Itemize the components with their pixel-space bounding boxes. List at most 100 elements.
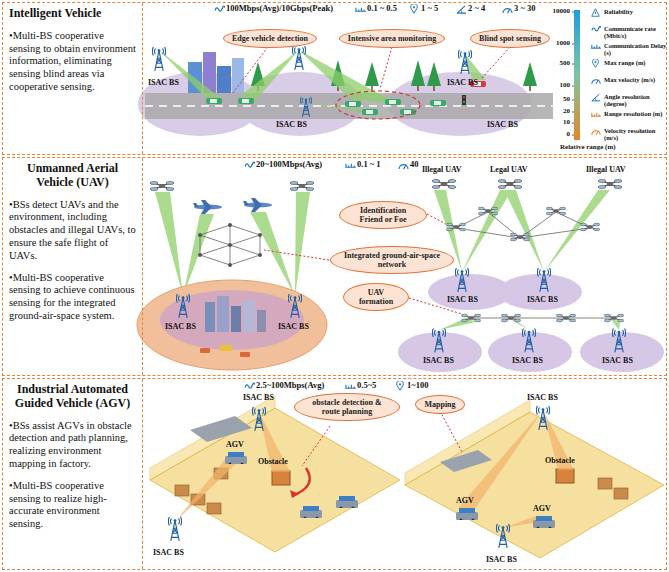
art-g — [591, 113, 601, 135]
art-path — [232, 47, 268, 94]
scale-tick: 500 — [560, 60, 571, 68]
station-label: ISAC BS — [602, 357, 633, 366]
art-circle — [228, 223, 232, 227]
art-ellipse — [336, 91, 420, 119]
axis-label: Relative range (m) — [560, 144, 616, 152]
art-path — [440, 411, 462, 452]
art-use — [592, 80, 600, 84]
callout-text: Integrated ground-air-space network — [344, 251, 440, 269]
art-g — [175, 468, 628, 514]
scenario-title: Industrial Automated Guided Vehicle (AGV… — [9, 383, 136, 411]
art-polygon — [462, 190, 512, 272]
callout-oval: obstacle detection & route planning — [294, 393, 400, 421]
art-g — [245, 381, 403, 391]
scale-tick: 100 — [560, 82, 571, 90]
callout-text: Blind spot sensing — [479, 34, 541, 43]
art-path — [264, 250, 329, 260]
station-label: ISAC BS — [278, 323, 309, 332]
callout-text: Mapping — [424, 400, 455, 409]
art-use — [245, 162, 255, 167]
art-path — [523, 62, 537, 86]
art-polygon — [440, 450, 492, 472]
art-use — [446, 223, 466, 231]
art-polygon — [150, 396, 275, 480]
art-use — [598, 180, 622, 189]
art-circle — [228, 263, 232, 267]
bullet-text: •BSs assist AGVs in obstacle detection a… — [9, 420, 136, 471]
station-label: ISAC BS — [487, 121, 518, 130]
station-label: ISAC BS — [276, 121, 307, 130]
station-label: ISAC BS — [447, 296, 478, 305]
art-use — [457, 6, 466, 13]
art-use — [536, 406, 549, 430]
art-path — [482, 47, 510, 78]
art-g — [175, 410, 574, 528]
callout-text: Edge vehicle detection — [232, 34, 308, 43]
art-path — [200, 225, 260, 265]
art-g — [200, 225, 260, 265]
scale-tick: 20 — [563, 108, 570, 116]
legend-text: Max velocity (m/s) — [604, 76, 667, 83]
art-path — [290, 490, 299, 498]
art-use — [432, 180, 456, 189]
art-use — [537, 268, 550, 292]
art-polygon — [439, 318, 476, 330]
art-rect — [232, 58, 244, 93]
metric-value: 1~100 — [407, 381, 428, 390]
art-use — [556, 314, 576, 322]
station-label: AGV — [226, 441, 244, 450]
legend-text: Communication Delay (s) — [604, 42, 667, 56]
art-use — [150, 182, 174, 191]
legend-text: Angle resolution (degree) — [604, 93, 667, 107]
art-path — [258, 86, 530, 91]
art-rect — [556, 469, 574, 483]
art-use — [292, 46, 305, 70]
art-path — [302, 426, 330, 466]
art-g — [245, 162, 408, 169]
art-polygon — [405, 412, 664, 558]
callout-oval: Blind spot sensing — [470, 29, 550, 48]
art-polygon — [190, 416, 252, 442]
art-rect — [462, 95, 466, 105]
art-use — [501, 314, 521, 322]
art-use — [522, 329, 535, 353]
station-label: ISAC BS — [153, 549, 184, 558]
art-g — [591, 9, 601, 101]
station-label: ISAC BS — [243, 394, 274, 403]
art-rect — [217, 296, 229, 332]
legend-text: Max range (m) — [604, 59, 667, 66]
art-use — [206, 98, 222, 104]
art-rect — [231, 306, 241, 332]
art-polygon — [405, 400, 530, 485]
art-use — [458, 50, 471, 74]
metric-value: 1 ~ 5 — [421, 4, 438, 13]
art-g — [398, 274, 664, 372]
bullet-text: •BSs detect UAVs and the environment, in… — [9, 199, 136, 263]
callout-text: Intensive area monitoring — [348, 34, 436, 43]
description-column: Industrial Automated Guided Vehicle (AGV… — [3, 379, 143, 569]
art-path — [471, 318, 614, 319]
callout-oval: Mapping — [415, 395, 464, 414]
art-use — [503, 9, 512, 14]
art-rect — [240, 352, 250, 357]
callout-oval: Identification Friend or Foe — [339, 201, 427, 229]
art-use — [456, 508, 478, 522]
art-polygon — [299, 50, 398, 104]
station-label: AGV — [533, 505, 551, 514]
art-use — [591, 45, 601, 48]
art-use — [300, 97, 311, 117]
art-use — [345, 164, 356, 168]
art-use — [478, 207, 498, 215]
art-use — [385, 99, 401, 105]
metric-value: 0.5~5 — [357, 381, 376, 390]
art-rect — [220, 345, 232, 351]
station-label: ISAC BS — [527, 394, 558, 403]
art-use — [243, 198, 272, 212]
legend-text: Range resolution (m) — [604, 110, 667, 117]
legend-text: Velocity resolution (m/s) — [604, 127, 667, 141]
legend-text: Communicate rate (Mbit/s) — [604, 25, 667, 39]
art-rect — [272, 471, 290, 485]
art-rect — [598, 478, 612, 489]
art-use — [592, 9, 600, 17]
art-use — [546, 207, 566, 215]
